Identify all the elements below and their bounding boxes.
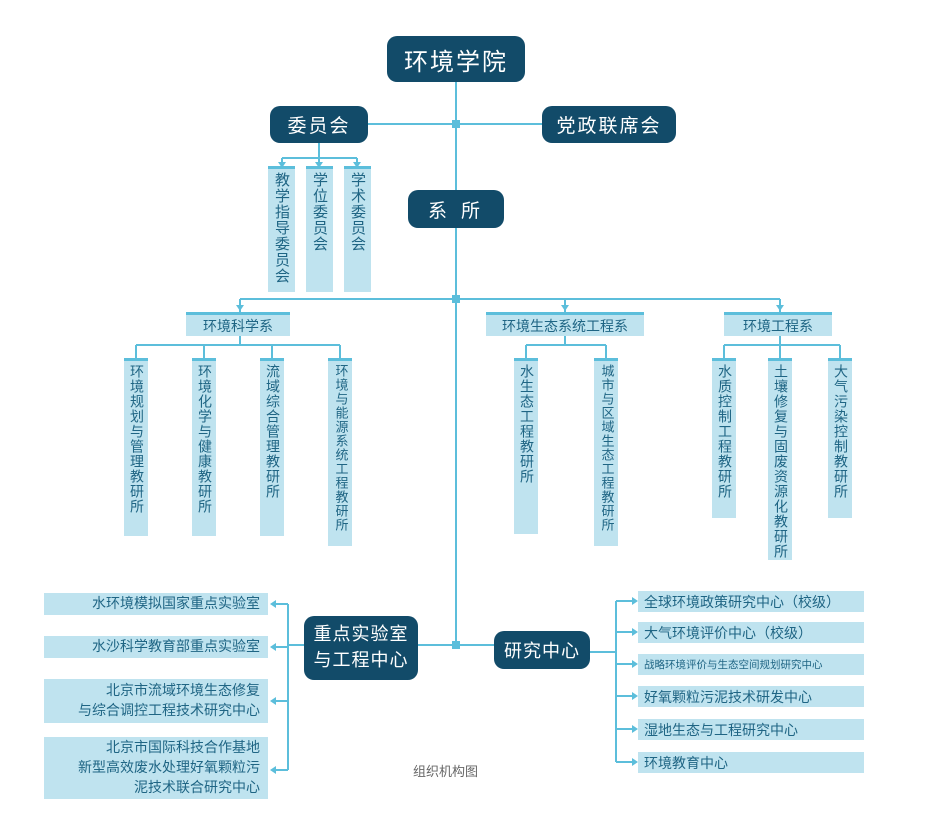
lab-item-line: 北京市国际科技合作基地 bbox=[106, 740, 260, 756]
lab-item-line: 与综合调控工程技术研究中心 bbox=[78, 703, 260, 719]
lab-item-line: 新型高效废水处理好氧颗粒污 bbox=[78, 760, 260, 776]
lab-item-line: 泥技术联合研究中心 bbox=[134, 780, 260, 796]
lab-node-line1: 重点实验室 bbox=[313, 624, 409, 645]
lab-item: 北京市国际科技合作基地 新型高效废水处理好氧颗粒污 泥技术联合研究中心 bbox=[44, 737, 268, 799]
subdept-energy: 环境与能源系统工程教研所 bbox=[328, 358, 352, 546]
subdept-watershed: 流域综合管理教研所 bbox=[260, 358, 284, 536]
research-item: 大气环境评价中心（校级） bbox=[638, 622, 864, 643]
committee-item-teaching: 教学指导委员会 bbox=[268, 166, 295, 292]
subdept-planning: 环境规划与管理教研所 bbox=[124, 358, 148, 536]
research-item: 全球环境政策研究中心（校级） bbox=[638, 591, 864, 612]
subdept-water-quality: 水质控制工程教研所 bbox=[712, 358, 736, 518]
research-item: 湿地生态与工程研究中心 bbox=[638, 719, 864, 740]
research-node: 研究中心 bbox=[494, 631, 590, 669]
lab-item-line: 水沙科学教育部重点实验室 bbox=[92, 639, 260, 655]
dept-env-science: 环境科学系 bbox=[186, 312, 290, 336]
subdept-chemistry: 环境化学与健康教研所 bbox=[192, 358, 216, 536]
departments-node: 系 所 bbox=[408, 190, 504, 228]
lab-item-line: 水环境模拟国家重点实验室 bbox=[92, 596, 260, 612]
subdept-water-eco: 水生态工程教研所 bbox=[514, 358, 538, 534]
dept-env-engineering: 环境工程系 bbox=[724, 312, 832, 336]
lab-item: 水环境模拟国家重点实验室 bbox=[44, 593, 268, 615]
committee-item-degree: 学位委员会 bbox=[306, 166, 333, 292]
subdept-soil: 土壤修复与固废资源化教研所 bbox=[768, 358, 792, 560]
lab-item: 水沙科学教育部重点实验室 bbox=[44, 636, 268, 658]
party-node: 党政联席会 bbox=[542, 106, 676, 143]
subdept-air: 大气污染控制教研所 bbox=[828, 358, 852, 518]
lab-item: 北京市流域环境生态修复 与综合调控工程技术研究中心 bbox=[44, 679, 268, 723]
lab-node: 重点实验室 与工程中心 bbox=[304, 616, 418, 680]
caption: 组织机构图 bbox=[413, 765, 479, 780]
research-item: 环境教育中心 bbox=[638, 752, 864, 773]
lab-node-line2: 与工程中心 bbox=[313, 650, 409, 671]
lab-item-line: 北京市流域环境生态修复 bbox=[106, 683, 260, 699]
committee-item-academic: 学术委员会 bbox=[344, 166, 371, 292]
root-node: 环境学院 bbox=[387, 36, 525, 82]
committee-node: 委员会 bbox=[270, 106, 368, 143]
subdept-urban-eco: 城市与区域生态工程教研所 bbox=[594, 358, 618, 546]
dept-eco-engineering: 环境生态系统工程系 bbox=[486, 312, 644, 336]
research-item: 战略环境评价与生态空间规划研究中心 bbox=[638, 654, 864, 675]
research-item: 好氧颗粒污泥技术研发中心 bbox=[638, 686, 864, 707]
